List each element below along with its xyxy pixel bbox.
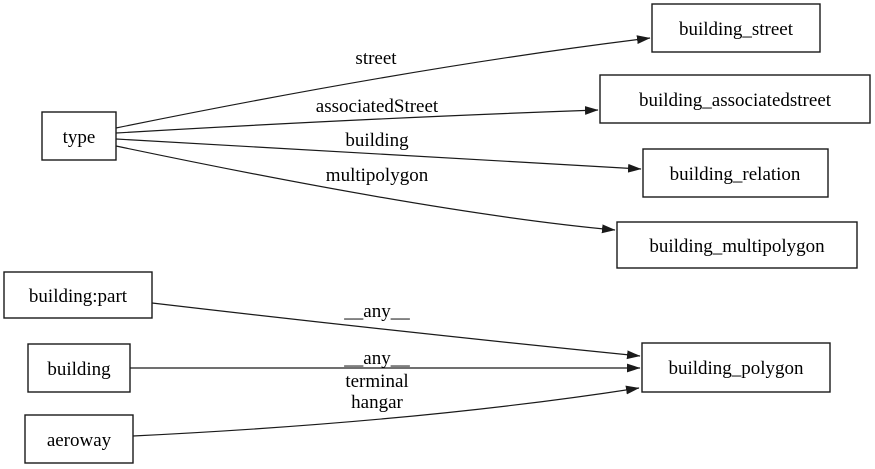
edge-labels-layer: street associatedStreet building multipo…	[316, 48, 439, 413]
node-aeroway: aeroway	[24, 414, 134, 464]
node-building-part: building:part	[3, 271, 153, 319]
edge-label-terminal: terminal	[345, 371, 408, 392]
node-building_multipolygon: building_multipolygon	[616, 221, 858, 269]
node-building-part-label: building:part	[29, 286, 128, 307]
node-building_relation-label: building_relation	[670, 164, 801, 185]
node-building_street-label: building_street	[679, 19, 794, 40]
node-building_street-box	[651, 3, 821, 53]
node-building_polygon-label: building_polygon	[668, 358, 804, 379]
edge-buildingpart-building_polygon	[151, 302, 641, 360]
node-building_street: building_street	[651, 3, 821, 53]
node-building-label: building	[47, 359, 111, 380]
node-building_relation: building_relation	[642, 148, 829, 198]
node-building_polygon: building_polygon	[641, 342, 831, 393]
edge-label-any-1: __any__	[343, 301, 410, 322]
edge-type-building_multipolygon	[115, 145, 616, 234]
edge-aeroway-building_polygon	[132, 385, 640, 437]
node-building_multipolygon-box	[616, 221, 858, 269]
edge-type-building_associatedstreet	[115, 106, 599, 134]
edge-label-hangar: hangar	[351, 392, 403, 413]
node-building_relation-box	[642, 148, 829, 198]
node-building-box	[27, 343, 131, 393]
node-building_associatedstreet-label: building_associatedstreet	[639, 90, 832, 111]
node-aeroway-label: aeroway	[47, 430, 112, 451]
node-type-box	[41, 111, 117, 161]
edge-label-building: building	[345, 130, 409, 151]
node-aeroway-box	[24, 414, 134, 464]
node-building_polygon-box	[641, 342, 831, 393]
edge-label-multipolygon: multipolygon	[326, 165, 429, 186]
node-building-part-box	[3, 271, 153, 319]
node-building: building	[27, 343, 131, 393]
node-building_multipolygon-label: building_multipolygon	[649, 236, 825, 257]
node-type-label: type	[63, 127, 96, 148]
edge-label-any-2: __any__	[343, 348, 410, 369]
node-type: type	[41, 111, 117, 161]
node-building_associatedstreet: building_associatedstreet	[599, 74, 871, 124]
edge-label-street: street	[355, 48, 397, 69]
edge-type-building_relation	[115, 138, 642, 173]
edge-type-building_street	[115, 35, 651, 129]
edges-layer	[115, 35, 651, 437]
nodes-layer: type building_street building_associated…	[3, 3, 871, 464]
node-building_associatedstreet-box	[599, 74, 871, 124]
edge-label-associatedstreet: associatedStreet	[316, 96, 439, 117]
